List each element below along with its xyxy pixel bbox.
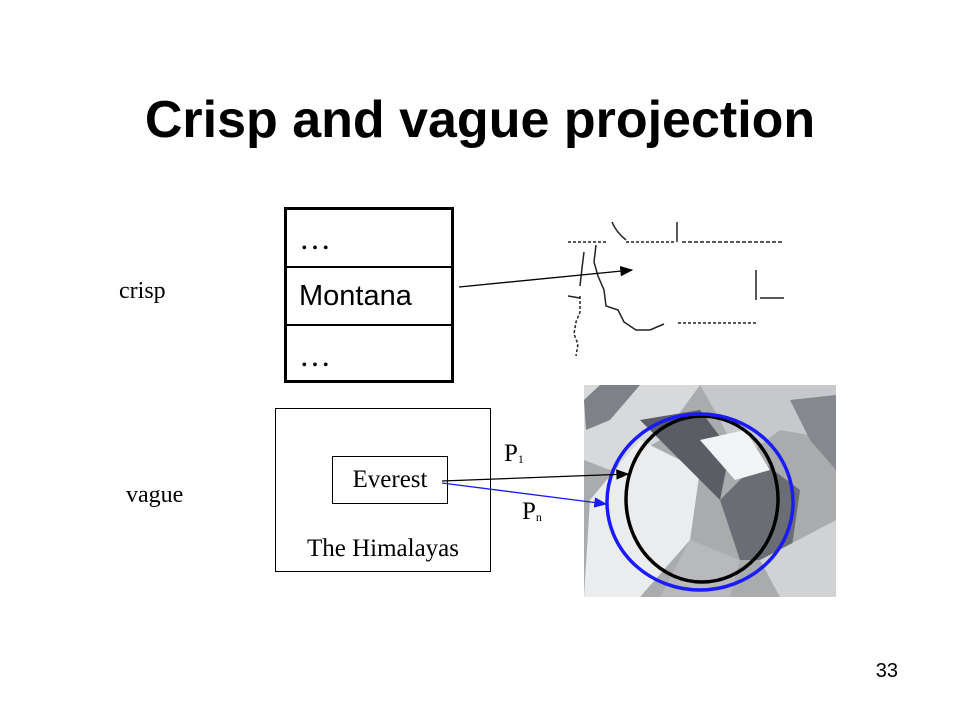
table-row: … xyxy=(299,336,331,373)
slide-title: Crisp and vague projection xyxy=(144,91,816,149)
table-row: … xyxy=(287,210,451,268)
montana-map-outline xyxy=(567,221,784,357)
pn-projection-arrow xyxy=(441,482,608,508)
everest-box: Everest xyxy=(332,456,448,504)
p1-projection-arrow xyxy=(441,469,630,482)
crisp-label: crisp xyxy=(119,278,166,304)
p1-label: P1 xyxy=(504,440,524,467)
state-table: … Montana … xyxy=(284,207,454,383)
table-row-montana: Montana xyxy=(287,268,451,326)
montana-projection-arrow xyxy=(458,265,634,288)
vague-label: vague xyxy=(126,482,184,508)
himalayas-label: The Himalayas xyxy=(306,535,460,562)
page-number: 33 xyxy=(875,660,898,682)
pn-label: Pn xyxy=(522,498,542,525)
crisp-boundary-ellipse xyxy=(624,414,780,584)
